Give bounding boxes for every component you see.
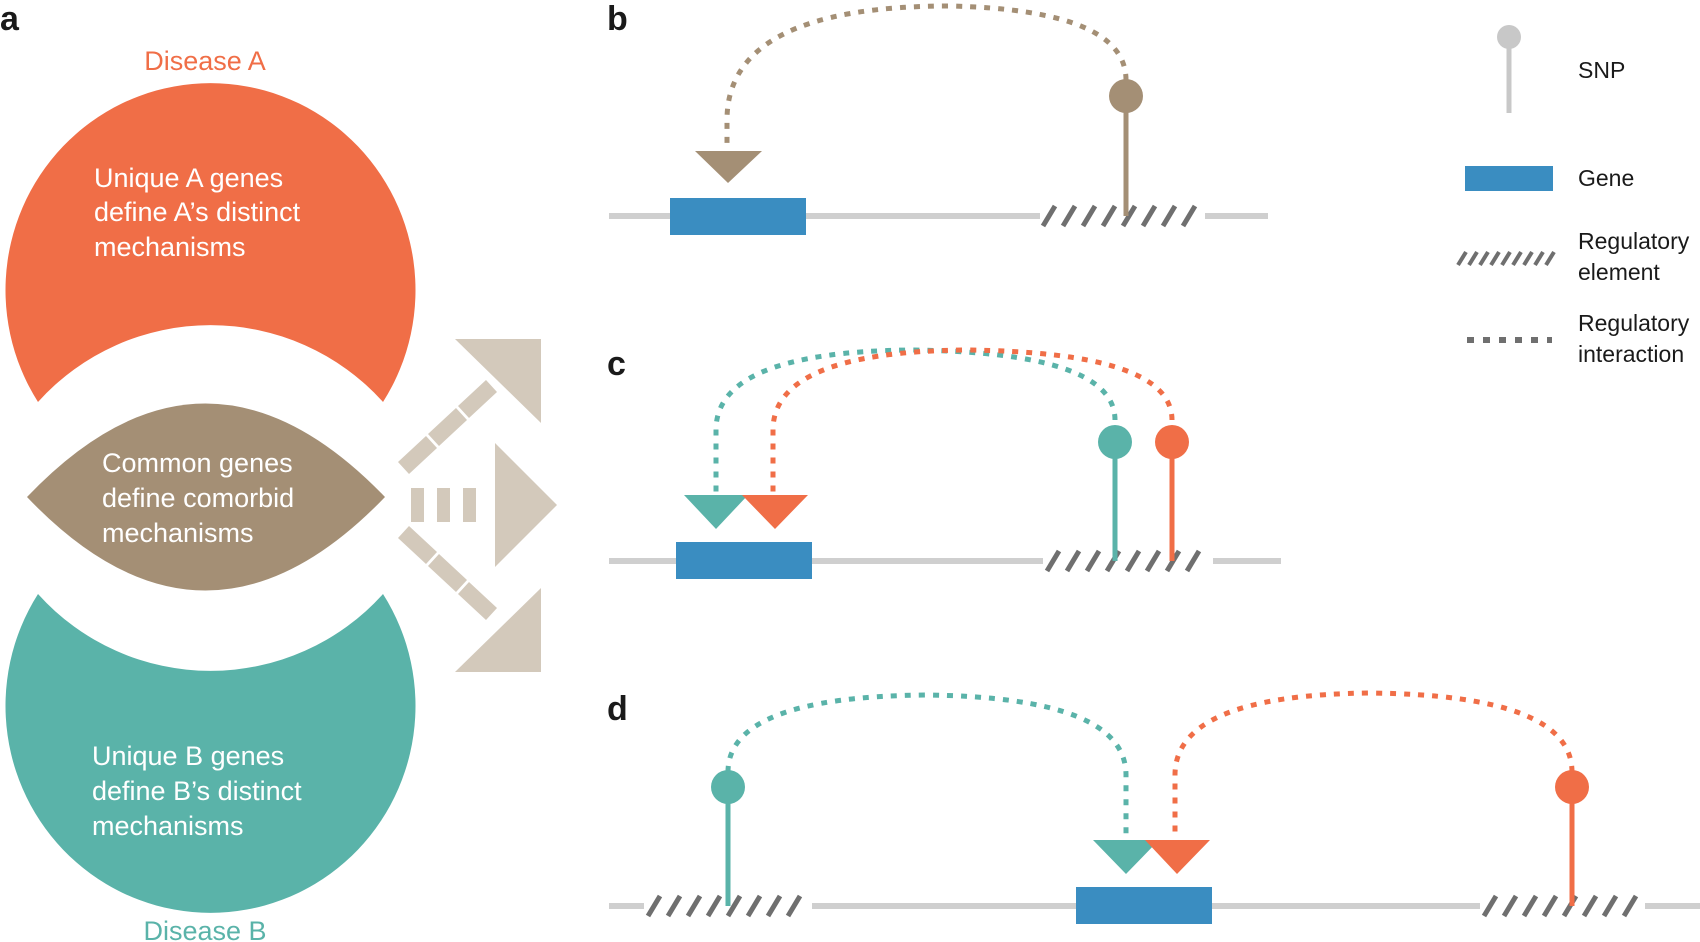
legend-gene-label: Gene xyxy=(1578,165,1634,191)
middle-arrow-dash xyxy=(411,488,424,522)
common-text-line1: Common genes xyxy=(102,448,293,478)
legend: SNP Gene Regulatory element Regulatory i… xyxy=(1456,25,1690,367)
lower-arrow-dash xyxy=(398,526,437,564)
unique-b-text-line2: define B’s distinct xyxy=(92,776,302,806)
regulatory-interaction-b xyxy=(713,347,1118,492)
unique-b-text-line3: mechanisms xyxy=(92,811,244,841)
legend-snp-label: SNP xyxy=(1578,57,1625,83)
panel-c: c xyxy=(607,345,1281,579)
middle-arrow-dash xyxy=(437,488,450,522)
lower-arrow-head xyxy=(455,588,541,672)
regulatory-element-hatch xyxy=(1481,894,1639,918)
upper-arrow-dash xyxy=(398,436,437,474)
common-text-line2: define comorbid xyxy=(102,483,294,513)
target-arrowhead-a xyxy=(1145,840,1210,874)
middle-arrow-dash xyxy=(463,488,476,522)
panel-c-label: c xyxy=(607,345,626,383)
unique-a-text-line2: define A’s distinct xyxy=(94,197,301,227)
gene-box xyxy=(1076,887,1212,924)
gene-box xyxy=(670,198,806,235)
mechanism-arrows xyxy=(398,339,557,672)
panel-b-label: b xyxy=(607,0,628,38)
snp-head-a xyxy=(1555,770,1589,804)
target-arrowhead-a xyxy=(742,495,808,529)
panel-a: a Disease A Unique A genes define A’s di… xyxy=(0,0,557,942)
legend-regulatory-interaction-line2: interaction xyxy=(1578,341,1684,367)
regulatory-interaction-b xyxy=(725,692,1129,838)
target-arrowhead-b xyxy=(1093,840,1159,874)
common-lens xyxy=(27,403,385,591)
unique-b-crescent xyxy=(5,594,416,913)
panel-b: b xyxy=(607,0,1268,235)
regulatory-element-hatch xyxy=(645,894,803,918)
legend-gene-icon xyxy=(1465,166,1553,191)
unique-b-text-line1: Unique B genes xyxy=(92,741,284,771)
upper-arrow-dash xyxy=(458,380,497,418)
disease-a-label: Disease A xyxy=(144,46,266,76)
disease-b-label: Disease B xyxy=(143,916,266,942)
gene-box xyxy=(676,542,812,579)
legend-regulatory-element-line2: element xyxy=(1578,259,1660,285)
snp-head-b xyxy=(1098,425,1132,459)
unique-a-crescent xyxy=(5,83,416,402)
panel-d: d xyxy=(607,690,1700,924)
panel-a-label: a xyxy=(0,0,20,38)
unique-a-text-line3: mechanisms xyxy=(94,232,246,262)
snp-head-a xyxy=(1155,425,1189,459)
regulatory-interaction-a xyxy=(770,347,1175,492)
regulatory-interaction xyxy=(724,3,1129,150)
regulatory-element-hatch xyxy=(1044,549,1202,573)
regulatory-element-hatch xyxy=(1040,204,1198,228)
panel-d-label: d xyxy=(607,690,628,728)
legend-regulatory-element-icon xyxy=(1456,250,1556,267)
lower-arrow-dash xyxy=(428,554,467,592)
middle-arrow-head xyxy=(495,443,557,567)
lower-arrow-dash xyxy=(458,582,497,620)
target-arrowhead-b xyxy=(684,495,748,529)
regulatory-interaction-a xyxy=(1172,690,1575,838)
common-text-line3: mechanisms xyxy=(102,518,254,548)
snp-head-b xyxy=(711,770,745,804)
legend-regulatory-interaction-line1: Regulatory xyxy=(1578,310,1690,336)
upper-arrow-dash xyxy=(428,408,467,446)
target-arrowhead xyxy=(695,151,762,183)
legend-regulatory-element-line1: Regulatory xyxy=(1578,228,1690,254)
legend-snp-icon xyxy=(1497,25,1521,49)
upper-arrow-head xyxy=(455,339,541,423)
snp-head xyxy=(1109,79,1143,113)
unique-a-text-line1: Unique A genes xyxy=(94,163,283,193)
